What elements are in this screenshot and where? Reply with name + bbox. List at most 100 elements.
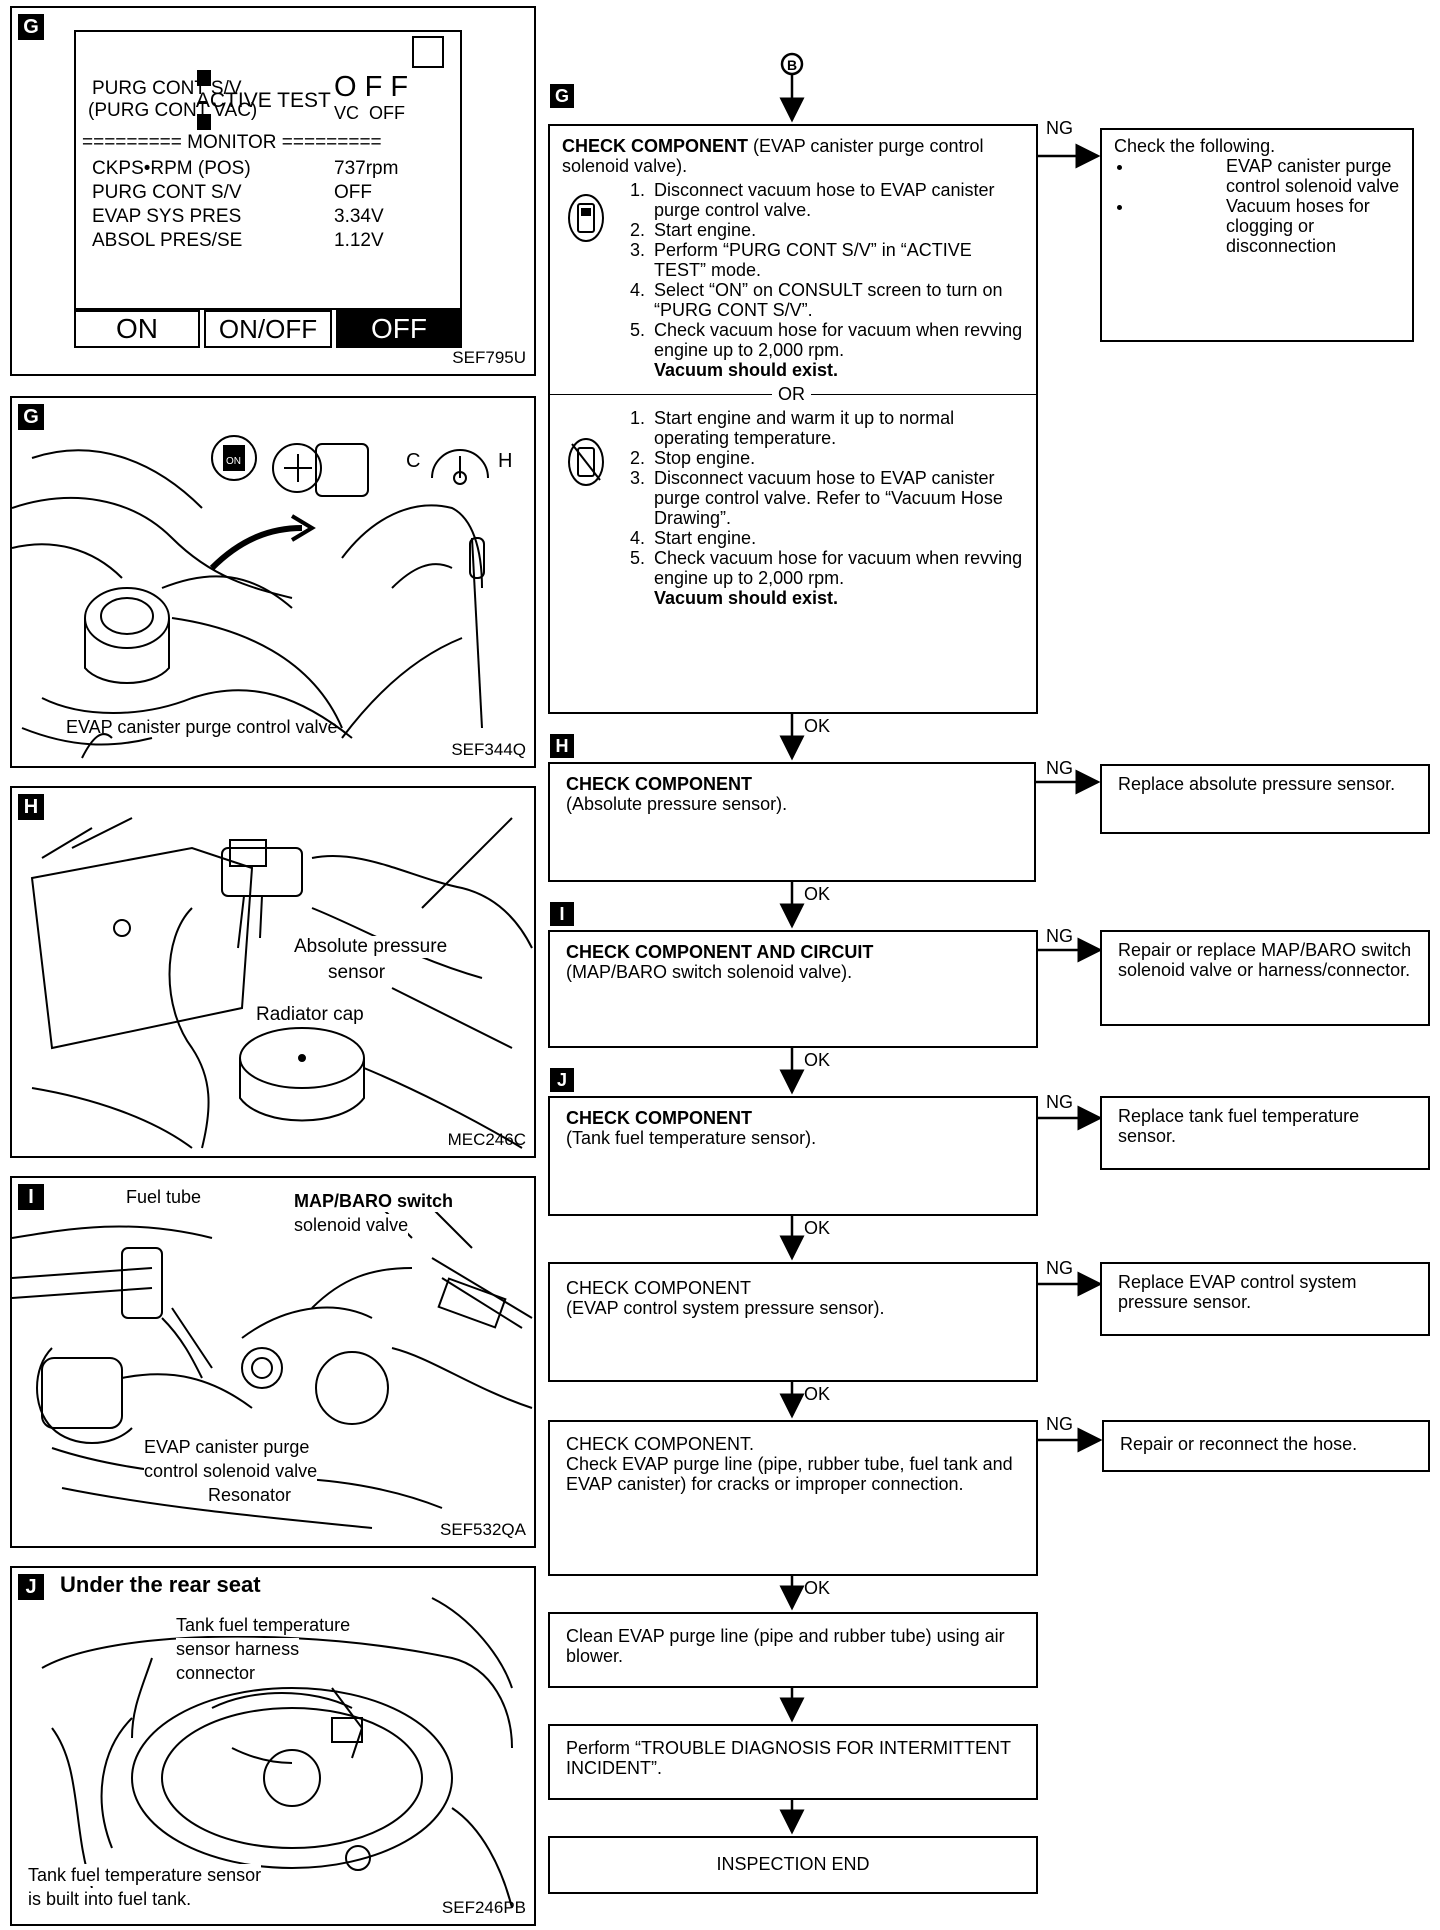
- check-abs-pressure-box: CHECK COMPONENT (Absolute pressure senso…: [548, 762, 1036, 882]
- perform-trouble-diagnosis-box: Perform “TROUBLE DIAGNOSIS FOR INTERMITT…: [548, 1724, 1038, 1800]
- monitor-value: OFF: [334, 182, 372, 203]
- consult-screen-panel: G ACTIVE TEST PURG CONT S/V (PURG CONT V…: [10, 6, 536, 376]
- tank-sensor-note-2: is built into fuel tank.: [28, 1888, 192, 1910]
- checkbox-icon: [412, 36, 444, 68]
- step-item: 5.Check vacuum hose for vacuum when revv…: [630, 320, 1023, 360]
- monitor-value: 1.12V: [334, 230, 384, 251]
- connector-b-label: B: [787, 57, 797, 73]
- panel-title: Under the rear seat: [60, 1572, 261, 1597]
- or-label: OR: [772, 384, 811, 404]
- action-text: Replace EVAP control system pressure sen…: [1118, 1272, 1357, 1312]
- or-divider: OR: [550, 384, 1036, 404]
- harness-label-2: sensor harness: [176, 1638, 300, 1660]
- map-baro-label: MAP/BARO switch: [294, 1190, 454, 1212]
- step-item: 3.Perform “PURG CONT S/V” in “ACTIVE TES…: [630, 240, 972, 280]
- no-consult-tool-icon: [568, 438, 604, 486]
- active-test-title: ACTIVE TEST: [162, 46, 331, 156]
- step-text: Stop engine.: [654, 448, 756, 468]
- steps-with-consult: 1.Disconnect vacuum hose to EVAP caniste…: [562, 180, 1024, 360]
- panel-badge: I: [18, 1184, 44, 1210]
- harness-label: Tank fuel temperature: [176, 1614, 351, 1636]
- ok-label: OK: [804, 1050, 831, 1070]
- action-text: Repair or reconnect the hose.: [1120, 1434, 1358, 1454]
- action-text: Perform “TROUBLE DIAGNOSIS FOR INTERMITT…: [566, 1738, 1011, 1778]
- step-text: Start engine and warm it up to normal op…: [654, 408, 955, 448]
- step-title-rest: (EVAP canister purge control solenoid va…: [562, 136, 984, 176]
- step-text: Check vacuum hose for vacuum when revvin…: [654, 320, 1023, 360]
- consult-screen: ACTIVE TEST PURG CONT S/V (PURG CONT VAC…: [74, 30, 462, 310]
- step-item: 2.Start engine.: [630, 220, 757, 240]
- step-badge: J: [550, 1068, 574, 1092]
- vacuum-note: Vacuum should exist.: [654, 360, 839, 380]
- replace-abs-sensor-box: Replace absolute pressure sensor.: [1100, 764, 1430, 834]
- purg-cont-sv-label: PURG CONT S/V: [92, 78, 242, 99]
- end-text: INSPECTION END: [716, 1854, 870, 1874]
- tank-sensor-note: Tank fuel temperature sensor: [28, 1864, 262, 1886]
- step-text: Select “ON” on CONSULT screen to turn on…: [654, 280, 1003, 320]
- ok-label: OK: [804, 1578, 831, 1598]
- check-map-baro-box: CHECK COMPONENT AND CIRCUIT (MAP/BARO sw…: [548, 930, 1038, 1048]
- ng-label: NG: [1046, 118, 1073, 138]
- step-item: 4.Select “ON” on CONSULT screen to turn …: [630, 280, 1003, 320]
- check-tank-temp-box: CHECK COMPONENT (Tank fuel temperature s…: [548, 1096, 1038, 1216]
- engine-bay-illustration: [30, 817, 533, 1149]
- check-following-box: Check the following. EVAP canister purge…: [1100, 128, 1414, 342]
- step-subtitle: Check EVAP purge line (pipe, rubber tube…: [566, 1454, 1013, 1494]
- action-text: Replace tank fuel temperature sensor.: [1118, 1106, 1360, 1146]
- map-baro-panel: I Fuel tube MAP/BARO switch solenoid val…: [10, 1176, 536, 1548]
- replace-evap-pressure-box: Replace EVAP control system pressure sen…: [1100, 1262, 1430, 1336]
- repair-hose-box: Repair or reconnect the hose.: [1102, 1420, 1430, 1472]
- figure-ref: MEC246C: [447, 1130, 526, 1149]
- on-key: ON: [74, 310, 200, 348]
- off-value-big: O F F: [334, 71, 409, 103]
- step-title: CHECK COMPONENT: [566, 774, 753, 794]
- action-text: Replace absolute pressure sensor.: [1118, 774, 1396, 794]
- step-title: CHECK COMPONENT: [566, 1108, 753, 1128]
- map-baro-label-2: solenoid valve: [294, 1214, 409, 1236]
- step-text: Disconnect vacuum hose to EVAP canister …: [654, 180, 995, 220]
- purg-cont-vac-label: (PURG CONT VAC): [88, 100, 258, 121]
- evap-solenoid-label-2: control solenoid valve: [144, 1460, 318, 1482]
- harness-label-3: connector: [176, 1662, 256, 1684]
- gauge-c-label: C: [406, 450, 421, 472]
- figure-ref: SEF246PB: [441, 1898, 526, 1917]
- ok-label: OK: [804, 716, 831, 736]
- panel-badge: G: [18, 404, 44, 430]
- step-item: 4.Start engine.: [630, 528, 757, 548]
- engine-illustration: ON: [12, 435, 489, 759]
- step-subtitle: (MAP/BARO switch solenoid valve).: [566, 962, 853, 982]
- step-text: Disconnect vacuum hose to EVAP canister …: [654, 468, 1003, 528]
- panel-badge: J: [18, 1574, 44, 1600]
- step-badge: H: [550, 734, 574, 758]
- evap-valve-label: EVAP canister purge control valve: [66, 717, 338, 737]
- ok-label: OK: [804, 1384, 831, 1404]
- figure-ref: SEF532QA: [440, 1520, 526, 1539]
- marker-icon: [197, 114, 212, 130]
- radiator-cap-label: Radiator cap: [256, 1004, 364, 1026]
- monitor-label: PURG CONT S/V: [92, 182, 242, 203]
- step-title: CHECK COMPONENT: [566, 1278, 752, 1298]
- step-title: CHECK COMPONENT AND CIRCUIT: [566, 942, 874, 962]
- check-evap-pressure-box: CHECK COMPONENT (EVAP control system pre…: [548, 1262, 1038, 1382]
- step-text: Check vacuum hose for vacuum when revvin…: [654, 548, 1023, 588]
- consult-tool-icon: [568, 194, 604, 242]
- step-subtitle: (Absolute pressure sensor).: [566, 794, 788, 814]
- step-title: CHECK COMPONENT.: [566, 1434, 755, 1454]
- check-evap-purge-box: CHECK COMPONENT (EVAP canister purge con…: [548, 124, 1038, 714]
- step-item: 1.Start engine and warm it up to normal …: [630, 408, 955, 448]
- abs-sensor-label-2: sensor: [328, 962, 386, 984]
- ng-label: NG: [1046, 758, 1073, 778]
- step-item: 3.Disconnect vacuum hose to EVAP caniste…: [630, 468, 1003, 528]
- replace-tank-temp-box: Replace tank fuel temperature sensor.: [1100, 1096, 1430, 1170]
- monitor-label: EVAP SYS PRES: [92, 206, 242, 227]
- panel-badge: H: [18, 794, 44, 820]
- monitor-label: CKPS•RPM (POS): [92, 158, 251, 179]
- action-text: Clean EVAP purge line (pipe and rubber t…: [566, 1626, 1005, 1666]
- step-item: 2.Stop engine.: [630, 448, 756, 468]
- side-item: Vacuum hoses for clogging or disconnecti…: [1134, 196, 1400, 256]
- monitor-label: ABSOL PRES/SE: [92, 230, 243, 251]
- step-item: 5.Check vacuum hose for vacuum when revv…: [630, 548, 1023, 588]
- check-purge-line-box: CHECK COMPONENT. Check EVAP purge line (…: [548, 1420, 1038, 1576]
- clean-purge-line-box: Clean EVAP purge line (pipe and rubber t…: [548, 1612, 1038, 1688]
- vacuum-note: Vacuum should exist.: [654, 588, 839, 608]
